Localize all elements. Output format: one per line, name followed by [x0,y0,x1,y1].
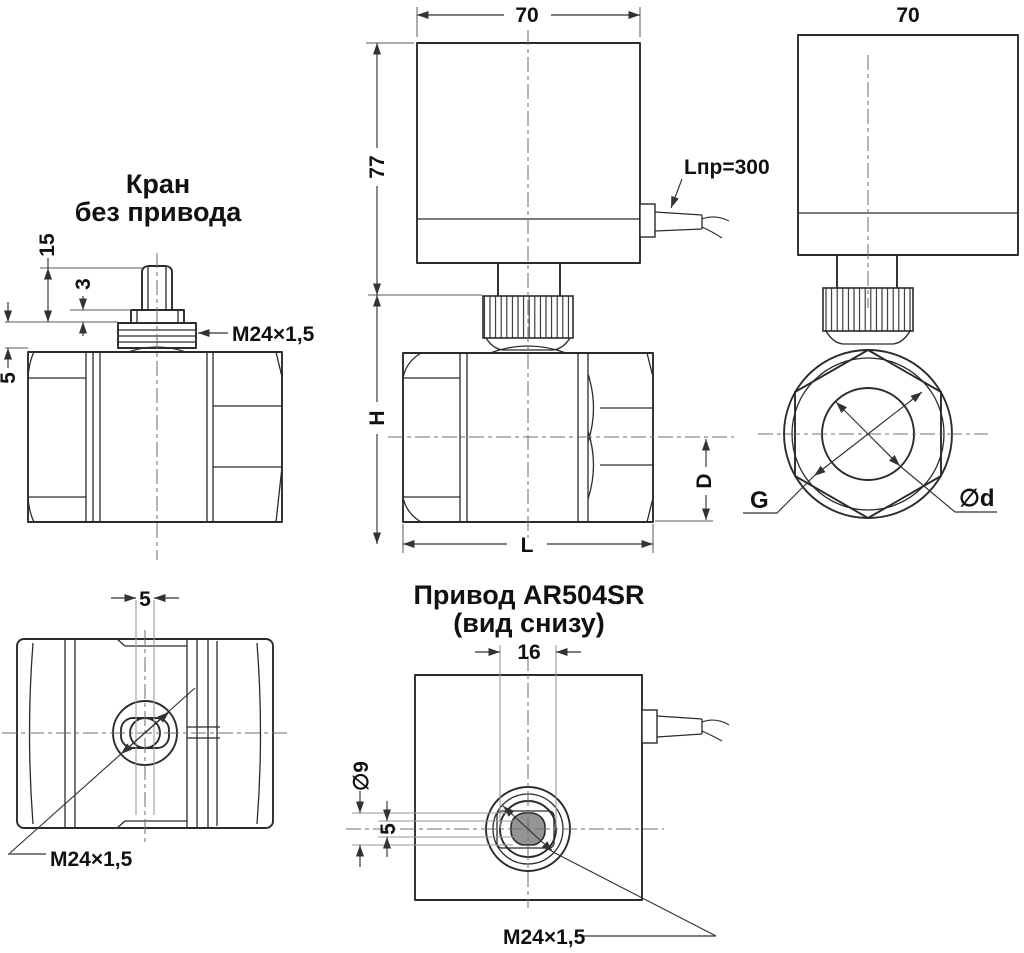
view-valve-top: 5 М24×1,5 [2,588,288,871]
bore-leader [899,465,997,513]
dim-15-label: 15 [36,233,59,257]
hex-outline [794,349,942,519]
cable-length-label: Lпр=300 [684,156,770,179]
adapter-nut [117,322,197,349]
view-title-line1: Кран [126,169,190,199]
flat-extension-lines [135,600,155,815]
thread-leader [743,475,815,514]
view-title-line2: без привода [75,197,243,227]
actuator-outline [416,42,641,264]
dim-70-label: 70 [515,4,538,27]
thread-arrow-se [527,828,554,853]
nut-skirt [825,330,911,345]
view-assembly-side: 70 77 H D L Lпр=300 [366,4,770,557]
bore-d-label: ∅d [959,485,995,512]
stem-facets [147,266,167,310]
valve-body-outline [27,351,283,523]
thread-label: М24×1,5 [50,848,133,871]
dim-5-label: 5 [377,823,400,835]
valve-body-outline [402,352,654,523]
view-title-line1: Привод AR504SR [413,580,644,610]
actuator-outline [797,34,1019,256]
dim-D-label: D [693,473,716,488]
thread-arrow-nw [502,805,529,830]
thread-label: М24×1,5 [232,323,315,346]
tangent-lines [352,645,557,846]
dim-16-label: 16 [517,641,540,664]
actuator-neck [836,255,898,288]
dim-d9-label: ∅9 [350,761,373,791]
stem-flange-facets [136,310,179,323]
dim-5-label: 5 [139,588,151,611]
bore-arrow-nw [835,401,869,435]
cable-wires [701,719,730,742]
thread-arrow-ne [867,391,923,435]
thread-arrow-sw [120,732,146,755]
cable-body [656,715,703,738]
cable-leader [670,178,683,209]
thread-label: М24×1,5 [503,926,586,949]
thread-leader-line [8,687,196,855]
knurled-nut [822,287,914,332]
cable-connector [639,203,656,238]
view-assembly-front: 70 G ∅d [743,4,1019,519]
cable-wires [701,216,730,239]
valve-body-details [27,346,283,523]
dim-3-label: 3 [72,278,95,290]
thread-arrow-ne [144,711,170,734]
view-actuator-bottom: Привод AR504SR (вид снизу) 16 ∅9 5 М24×1… [346,580,730,949]
actuator-neck [497,263,561,296]
dim-77-label: 77 [366,155,389,178]
dim-70-label: 70 [896,4,919,27]
extension-lines [5,267,142,349]
cable-connector [641,709,658,744]
dim-5-label: 5 [0,372,20,384]
dim-L-label: L [521,534,534,557]
thread-arrow-sw [813,433,869,477]
dim-H-label: H [366,410,389,425]
thread-G-label: G [750,487,769,514]
extension-lines [366,7,713,553]
thread-leader-line [552,851,717,937]
view-title-line2: (вид снизу) [453,608,605,638]
cable-body [654,211,703,232]
bore-arrow-se [867,433,901,467]
view-valve-side: Кран без привода 15 3 5 М24×1,5 [0,169,315,560]
